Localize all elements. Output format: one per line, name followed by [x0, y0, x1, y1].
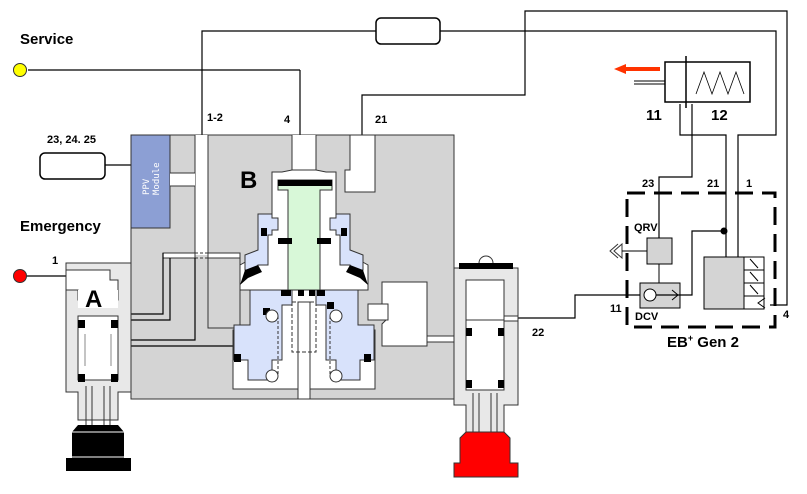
ports-23-24-25-box	[39, 152, 106, 180]
dcv-label: DCV	[635, 311, 659, 323]
ppv-module	[130, 134, 171, 229]
red-push-button	[453, 431, 519, 478]
actuator-port-12-label: 12	[711, 107, 728, 124]
solenoid-valve-block	[703, 256, 745, 310]
eb-port-1-label: 1	[746, 178, 752, 190]
eb-port-21-label: 21	[707, 178, 719, 190]
service-label: Service	[20, 31, 73, 48]
port-1-2-label: 1-2	[207, 112, 223, 124]
ppv-module-label-2: Module	[152, 162, 162, 195]
service-port-icon	[13, 63, 27, 77]
eb-gen2-module	[609, 191, 777, 329]
emergency-label: Emergency	[20, 218, 102, 235]
qrv-label: QRV	[634, 222, 658, 234]
eb-gen2-title: EB+ Gen 2	[667, 333, 739, 351]
ppv-module-label-1: PPV	[142, 178, 152, 195]
port-4-label: 4	[284, 114, 291, 126]
right-valve	[453, 255, 519, 478]
qrv-block	[646, 237, 673, 265]
port-1-label: 1	[52, 255, 58, 267]
valve-a-label: A	[85, 286, 102, 313]
black-push-button	[66, 425, 131, 471]
top-component-box	[375, 17, 441, 45]
valve-b-label: B	[240, 167, 257, 194]
port-21-label: 21	[375, 114, 387, 126]
port-22-label: 22	[532, 327, 544, 339]
eb-port-11-label: 11	[610, 303, 622, 315]
ports-23-24-25-label: 23, 24. 25	[47, 134, 96, 146]
connection-lines	[20, 10, 788, 319]
emergency-port-icon	[13, 269, 27, 283]
arrow-left-icon	[614, 64, 660, 74]
eb-port-23-label: 23	[642, 178, 654, 190]
valve-b-body	[118, 134, 455, 400]
spring-actuator	[614, 56, 751, 108]
actuator-port-11-label: 11	[646, 107, 662, 124]
valve-a	[65, 262, 132, 471]
eb-port-4-label: 4	[783, 309, 790, 321]
